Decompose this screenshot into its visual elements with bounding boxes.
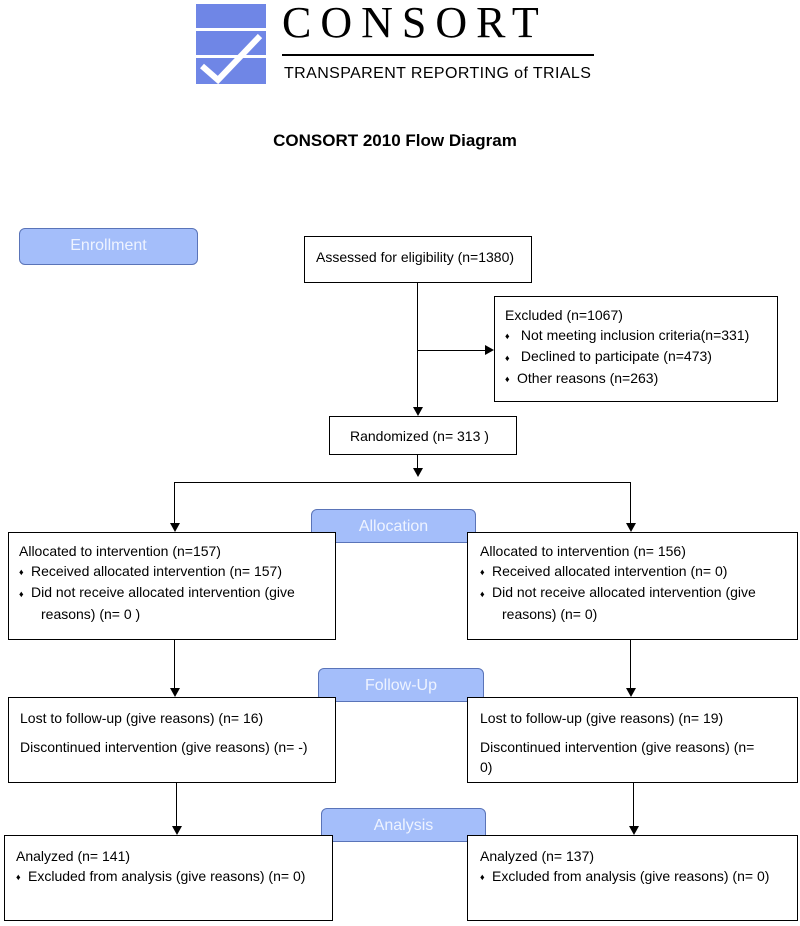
bullet-icon: ♦ [505, 373, 510, 384]
logo-rule [282, 54, 594, 56]
randomized-text: Randomized (n= 313 ) [350, 428, 489, 444]
assessed-box: Assessed for eligibility (n=1380) [304, 236, 532, 283]
left-allocation-box: Allocated to intervention (n=157) ♦Recei… [8, 532, 336, 640]
assessed-text: Assessed for eligibility (n=1380) [316, 249, 515, 265]
left-not-received-item: ♦Did not receive allocated intervention … [19, 582, 335, 603]
right-allocation-box: Allocated to intervention (n= 156) ♦Rece… [467, 532, 798, 640]
excluded-item: ♦ Not meeting inclusion criteria(n=331) [505, 325, 777, 346]
left-followup-box: Lost to follow-up (give reasons) (n= 16)… [8, 697, 336, 783]
arrow-down-icon [626, 688, 636, 697]
arrow-down-icon [413, 407, 423, 416]
stage-followup: Follow-Up [318, 668, 484, 702]
stage-enrollment: Enrollment [19, 228, 198, 265]
bullet-icon: ♦ [505, 352, 510, 363]
connector-line [630, 640, 631, 688]
randomized-box: Randomized (n= 313 ) [329, 416, 517, 455]
right-lost-text: Lost to follow-up (give reasons) (n= 19) [480, 710, 724, 726]
excluded-item: ♦Other reasons (n=263) [505, 368, 777, 389]
left-discontinued-text: Discontinued intervention (give reasons)… [20, 739, 308, 755]
logo-tagline: TRANSPARENT REPORTING of TRIALS [284, 65, 592, 82]
diagram-title: CONSORT 2010 Flow Diagram [273, 131, 517, 150]
right-followup-box: Lost to follow-up (give reasons) (n= 19)… [467, 697, 798, 783]
excluded-box: Excluded (n=1067) ♦ Not meeting inclusio… [494, 296, 778, 402]
right-allocated-heading: Allocated to intervention (n= 156) [480, 543, 686, 559]
left-not-received-reasons: reasons) (n= 0 ) [41, 605, 141, 622]
connector-line [174, 482, 631, 483]
excluded-heading: Excluded (n=1067) [505, 307, 623, 323]
arrow-down-icon [626, 523, 636, 532]
arrow-down-icon [170, 688, 180, 697]
consort-logo-mark-icon [196, 4, 266, 84]
bullet-icon: ♦ [19, 588, 24, 599]
left-allocated-heading: Allocated to intervention (n=157) [19, 543, 221, 559]
left-excluded-analysis-item: ♦Excluded from analysis (give reasons) (… [16, 866, 332, 887]
arrow-down-icon [629, 826, 639, 835]
excluded-item: ♦ Declined to participate (n=473) [505, 346, 777, 367]
left-analysis-box: Analyzed (n= 141) ♦Excluded from analysi… [4, 835, 333, 921]
right-analysis-box: Analyzed (n= 137) ♦Excluded from analysi… [467, 835, 798, 921]
left-analyzed-text: Analyzed (n= 141) [16, 848, 131, 864]
stage-allocation: Allocation [311, 509, 476, 543]
bullet-icon: ♦ [480, 567, 485, 578]
right-discontinued-text: Discontinued intervention (give reasons)… [480, 739, 755, 755]
right-excluded-analysis-item: ♦Excluded from analysis (give reasons) (… [480, 866, 797, 887]
bullet-icon: ♦ [480, 872, 485, 883]
right-analyzed-text: Analyzed (n= 137) [480, 848, 595, 864]
connector-line [417, 455, 418, 468]
connector-line [417, 283, 418, 407]
left-lost-text: Lost to follow-up (give reasons) (n= 16) [20, 710, 264, 726]
connector-line [630, 482, 631, 523]
connector-line [174, 640, 175, 688]
bullet-icon: ♦ [505, 331, 510, 342]
bullet-icon: ♦ [480, 588, 485, 599]
consort-logo: CONSORT TRANSPARENT REPORTING of TRIALS [196, 0, 606, 86]
bullet-icon: ♦ [19, 567, 24, 578]
stage-analysis: Analysis [321, 808, 486, 842]
arrow-down-icon [170, 523, 180, 532]
connector-line [418, 350, 485, 351]
arrow-right-icon [485, 345, 494, 355]
arrow-down-icon [172, 826, 182, 835]
bullet-icon: ♦ [16, 872, 21, 883]
right-not-received-item: ♦Did not receive allocated intervention … [480, 582, 797, 603]
arrow-down-icon [413, 468, 423, 477]
connector-line [633, 783, 634, 826]
connector-line [176, 783, 177, 826]
left-received-item: ♦Received allocated intervention (n= 157… [19, 561, 335, 582]
right-not-received-reasons: reasons) (n= 0) [502, 605, 598, 622]
right-discontinued-text-cont: 0) [480, 759, 493, 775]
right-received-item: ♦Received allocated intervention (n= 0) [480, 561, 797, 582]
connector-line [174, 482, 175, 523]
logo-wordmark: CONSORT [282, 0, 548, 47]
